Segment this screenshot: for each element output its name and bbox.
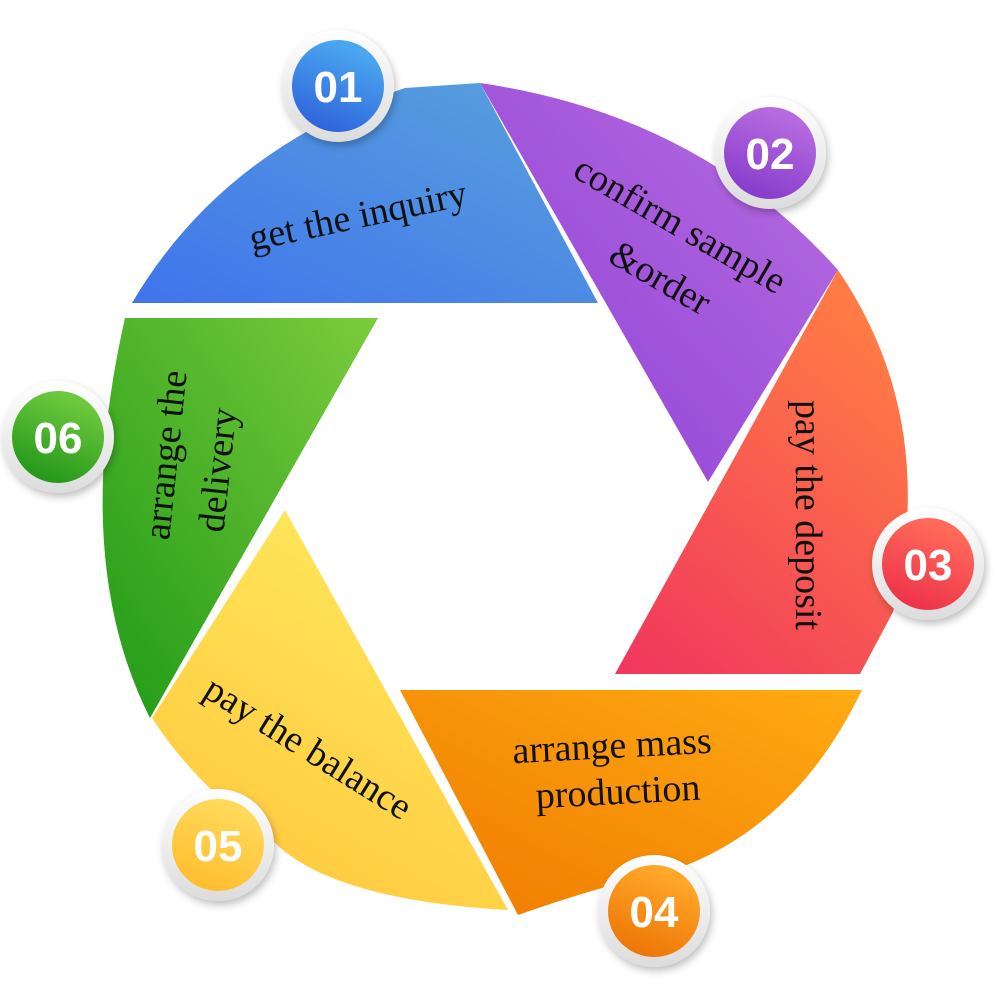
step-badge-03: 03 [872,508,984,620]
segment-01 [132,83,598,303]
segment-02 [480,83,838,482]
step-label-04: arrange mass production [511,720,712,817]
step-number-02: 02 [746,130,795,179]
segment-06 [102,318,378,718]
step-badge-06: 06 [2,381,114,493]
step-label-03: pay the deposit [787,400,829,631]
step-badge-02: 02 [714,97,826,209]
segment-04 [400,690,862,915]
step-number-06: 06 [34,414,83,463]
step-number-01: 01 [314,63,363,112]
step-badge-04: 04 [598,855,710,967]
step-label-04-line-1: arrange mass [511,720,712,772]
segment-03 [615,270,908,674]
step-number-03: 03 [904,541,953,590]
step-number-05: 05 [194,822,243,871]
step-badge-01: 01 [282,30,394,142]
step-badge-05: 05 [162,789,274,901]
step-label-03-line-1: pay the deposit [787,400,829,631]
step-number-04: 04 [630,888,679,937]
step-label-04-line-2: production [535,767,702,818]
segments [102,83,908,915]
